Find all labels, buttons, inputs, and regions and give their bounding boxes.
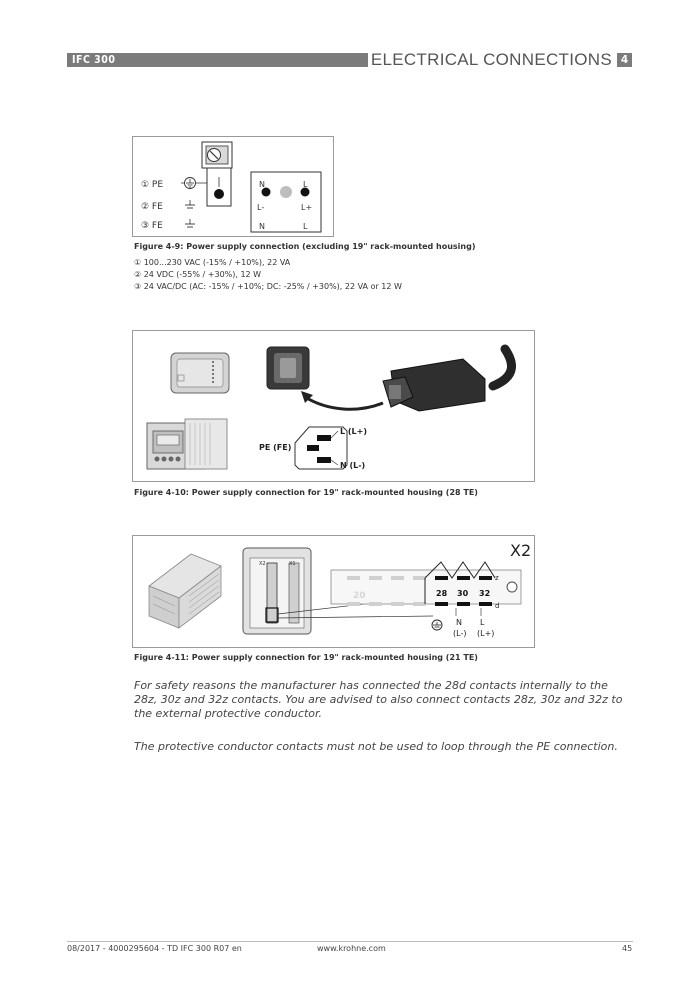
document-label: IFC 300 (72, 54, 116, 66)
label-x2-small: X2 (259, 561, 266, 567)
label-pe-fe-pin: PE (FE) (259, 443, 291, 452)
label-x2-large: X2 (510, 541, 531, 560)
label-l-plus: L+ (301, 203, 312, 212)
label-l: L (480, 618, 485, 627)
label-l-sub: (L+) (477, 629, 494, 638)
label-x1-small: X1 (289, 561, 296, 567)
label-n-minus-pin: N (L-) (340, 461, 365, 470)
label-n-sub: (L-) (453, 629, 466, 638)
label-n-top: N (259, 180, 265, 189)
figure-4-9-caption: Figure 4-9: Power supply connection (exc… (134, 242, 476, 251)
figure-4-9-legend-1: ① 100...230 VAC (-15% / +10%), 22 VA (134, 258, 291, 267)
label-contact-28: 28 (436, 589, 448, 598)
label-l-top: L (303, 180, 308, 189)
figure-4-9-legend-3: ③ 24 VAC/DC (AC: -15% / +10%; DC: -25% /… (134, 282, 402, 291)
figure-4-11-diagram: X2 X1 20 z d 28 30 32 X2 N (L-) L (L+ (132, 535, 535, 648)
row-label-pe: ① PE (141, 180, 163, 190)
figure-4-10-caption: Figure 4-10: Power supply connection for… (134, 488, 478, 497)
chapter-number: 4 (617, 53, 632, 67)
figure-4-11-caption: Figure 4-11: Power supply connection for… (134, 653, 478, 662)
figure-4-9-diagram: N L L- L+ N L ① PE ② FE ③ FE (132, 136, 334, 237)
row-label-fe-1: ② FE (141, 202, 163, 212)
footer-page-number: 45 (622, 944, 633, 953)
label-contact-30: 30 (457, 589, 469, 598)
footer-divider (67, 941, 633, 942)
label-l-bottom: L (303, 222, 308, 231)
protective-conductor-note: The protective conductor contacts must n… (134, 740, 618, 753)
footer-document-id: 08/2017 - 4000295604 - TD IFC 300 R07 en (67, 944, 242, 953)
section-title: ELECTRICAL CONNECTIONS (370, 50, 612, 69)
label-l-minus: L- (257, 203, 264, 212)
label-contact-32: 32 (479, 589, 490, 598)
footer-website: www.krohne.com (317, 944, 386, 953)
figure-4-9-legend-2: ② 24 VDC (-55% / +30%), 12 W (134, 270, 262, 279)
label-row-d: d (495, 602, 499, 610)
label-l-plus-pin: L (L+) (340, 427, 367, 436)
label-row-z: z (495, 574, 499, 582)
label-n-bottom: N (259, 222, 265, 231)
header-bar (67, 53, 368, 67)
label-n: N (456, 618, 462, 627)
safety-paragraph: For safety reasons the manufacturer has … (134, 679, 623, 720)
row-label-fe-2: ③ FE (141, 221, 163, 231)
figure-4-10-diagram: L (L+) PE (FE) N (L-) (132, 330, 535, 482)
label-contact-20: 20 (353, 591, 366, 601)
